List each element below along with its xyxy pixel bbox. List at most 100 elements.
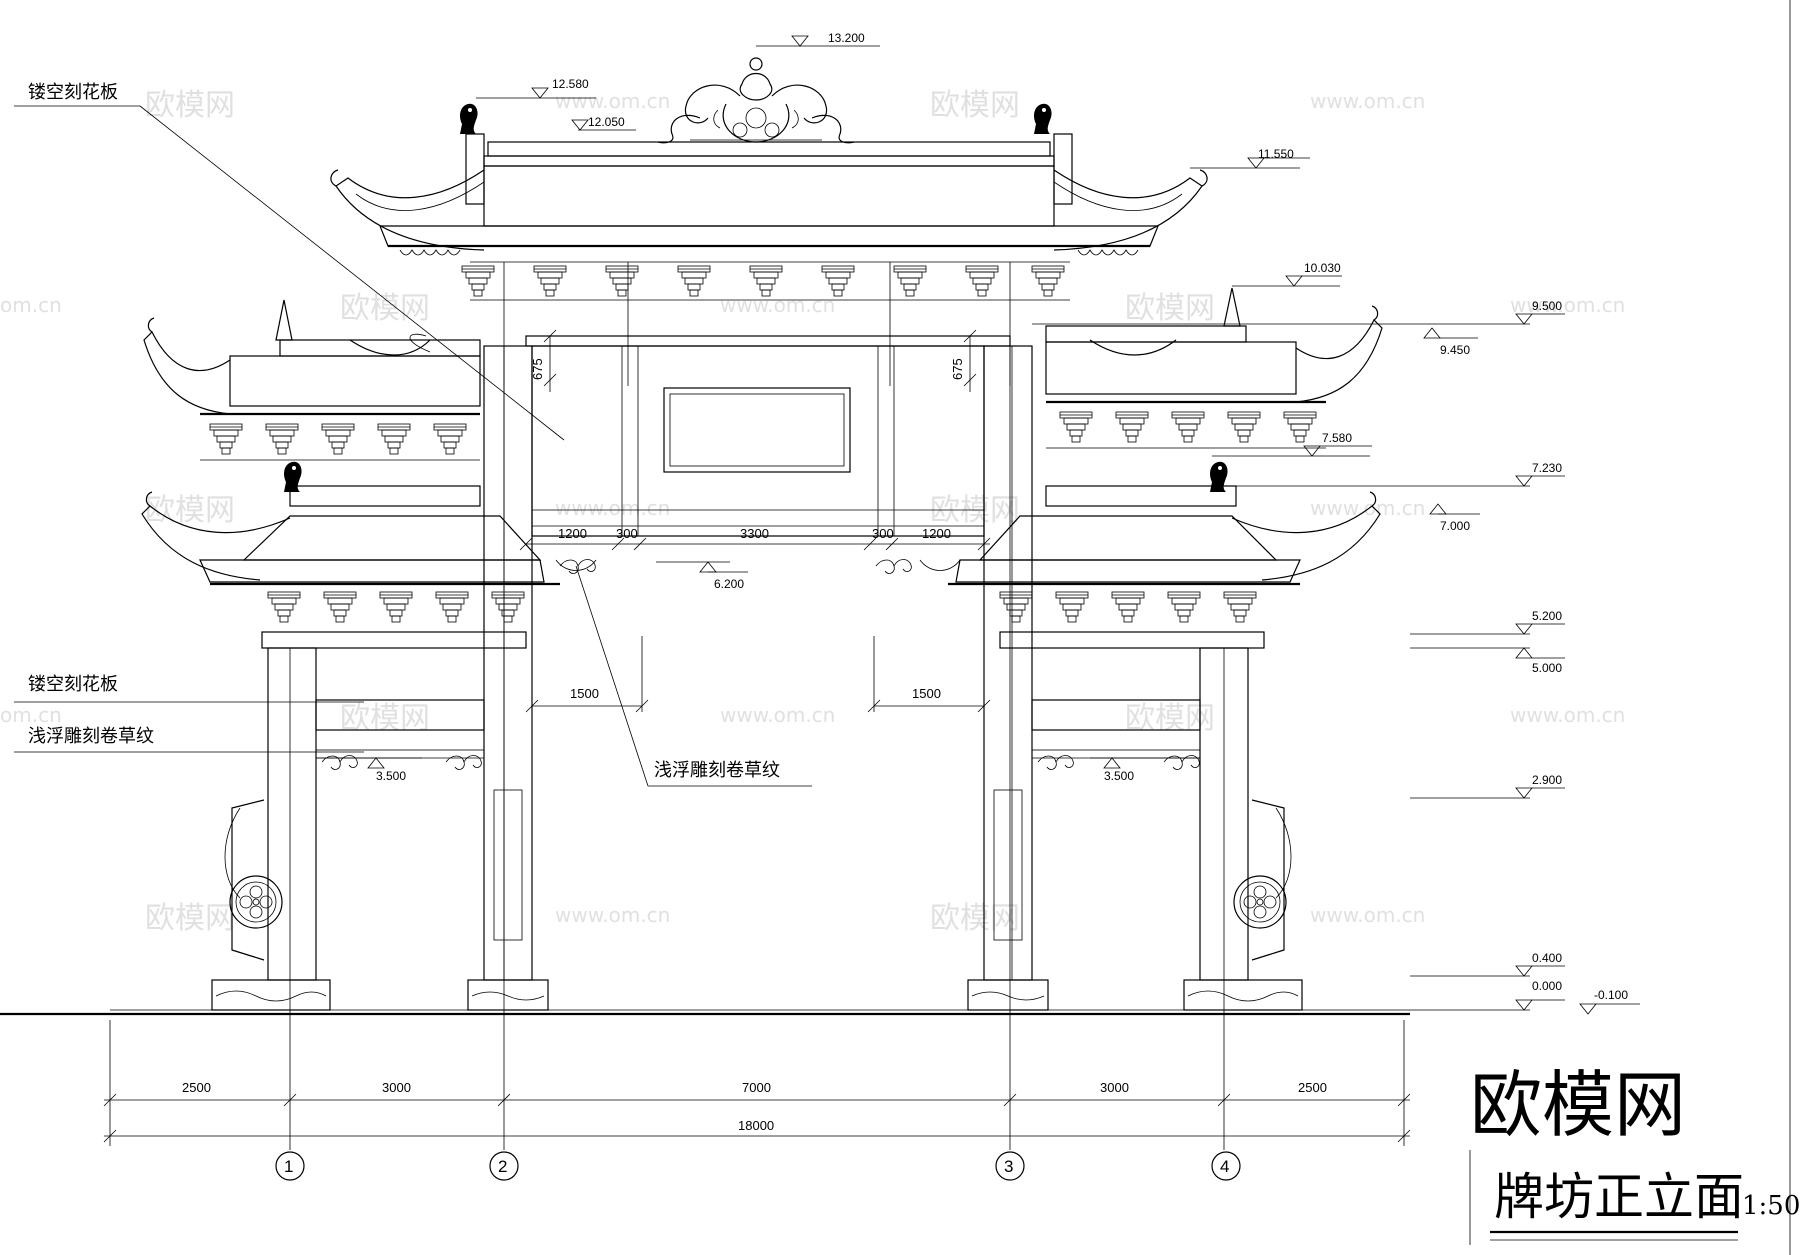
- dim-label: 2500: [182, 1080, 211, 1095]
- note-relief-side: 浅浮雕刻卷草纹: [28, 726, 154, 747]
- dim-label: 3300: [740, 526, 769, 541]
- left-lower-bracket-row: [267, 591, 525, 623]
- level-label: 12.050: [588, 115, 625, 129]
- level-label: 6.200: [714, 577, 744, 591]
- central-bracket-row: [461, 265, 1065, 297]
- watermark-logo: 欧模网: [930, 493, 1020, 528]
- watermark-url: www.om.cn: [720, 703, 835, 727]
- watermark-url: www.om.cn: [1310, 903, 1425, 927]
- right-upper-bracket-row: [1059, 411, 1317, 443]
- watermark-url: www.om.cn: [555, 496, 670, 520]
- ridge-beast-icon: [1210, 461, 1228, 492]
- level-label: 0.400: [1532, 951, 1562, 965]
- watermark-logo: 欧模网: [145, 88, 235, 123]
- notes: 镂空刻花板 镂空刻花板 浅浮雕刻卷草纹 浅浮雕刻卷草纹: [14, 82, 812, 787]
- left-lower-roof: [141, 491, 560, 649]
- central-roof: [330, 57, 1208, 386]
- level-label: 2.900: [1532, 773, 1562, 787]
- note-hollow-panel-side: 镂空刻花板: [28, 674, 118, 695]
- level-label: 7.230: [1532, 461, 1562, 475]
- dimension-lines: 675 675 1200 300 3300 300 1200 1500 1500…: [103, 329, 1411, 1146]
- drum-stone-flower-icon: [1233, 875, 1287, 929]
- scroll-carving-icon: [445, 755, 482, 770]
- note-hollow-panel-top: 镂空刻花板: [28, 82, 118, 103]
- watermark-url: www.om.cn: [1310, 496, 1425, 520]
- dim-label: 300: [872, 526, 894, 541]
- level-label: 9.500: [1532, 299, 1562, 313]
- axis-grid: 1 2 3 4: [275, 346, 1241, 1181]
- axis-bubble: [1211, 1151, 1241, 1181]
- watermark-url: om.cn: [0, 293, 62, 317]
- level-label: 11.550: [1258, 147, 1294, 161]
- watermarks: 欧模网 www.om.cn 欧模网 www.om.cn om.cn 欧模网 ww…: [0, 88, 1625, 936]
- dim-label: 675: [530, 358, 545, 380]
- scroll-carving-icon: [321, 755, 358, 770]
- right-upper-roof: [1045, 287, 1383, 507]
- dim-label: 1200: [558, 526, 587, 541]
- ridge-beast-icon: [1034, 103, 1052, 134]
- watermark-logo: 欧模网: [145, 493, 235, 528]
- level-label: 12.580: [552, 77, 589, 91]
- left-upper-bracket-row: [209, 423, 467, 455]
- drawing-title: 牌坊正立面: [1494, 1168, 1744, 1226]
- title-block: 欧模网 牌坊正立面 1:50: [1469, 1063, 1800, 1245]
- watermark-url: www.om.cn: [555, 89, 670, 113]
- dim-label: 2500: [1298, 1080, 1327, 1095]
- axis-label: 2: [498, 1157, 507, 1176]
- right-lower-roof: [948, 491, 1381, 649]
- level-label: 3.500: [376, 769, 406, 783]
- axis-label: 1: [284, 1157, 293, 1176]
- watermark-logo: 欧模网: [1125, 291, 1215, 326]
- level-label: 3.500: [1104, 769, 1134, 783]
- scroll-carving-icon: [1037, 755, 1074, 770]
- watermark-logo: 欧模网: [930, 901, 1020, 936]
- ridge-beast-icon: [460, 103, 478, 134]
- level-marks: 13.200 12.580 12.050 11.550 10.030 9.500…: [316, 31, 1640, 1015]
- axis-label: 3: [1004, 1157, 1013, 1176]
- level-label: 5.000: [1532, 661, 1562, 675]
- dim-label-total: 18000: [738, 1118, 774, 1133]
- drum-stone-flower-icon: [229, 875, 283, 929]
- axis-label: 4: [1220, 1157, 1229, 1176]
- watermark-url: www.om.cn: [1510, 703, 1625, 727]
- scroll-carving-icon: [875, 559, 912, 574]
- name-plaque: [663, 387, 851, 473]
- level-label: 7.580: [1322, 431, 1352, 445]
- watermark-logo: 欧模网: [1125, 701, 1215, 736]
- watermark-logo: 欧模网: [340, 291, 430, 326]
- level-label: -0.100: [1594, 988, 1628, 1002]
- brand-logo: 欧模网: [1470, 1063, 1686, 1147]
- dim-label: 675: [950, 358, 965, 380]
- note-relief-center: 浅浮雕刻卷草纹: [654, 760, 780, 781]
- watermark-logo: 欧模网: [930, 88, 1020, 123]
- dim-label: 1500: [912, 686, 941, 701]
- dim-label: 3000: [382, 1080, 411, 1095]
- axis-bubble: [489, 1151, 519, 1181]
- level-label: 9.450: [1440, 343, 1470, 357]
- watermark-url: www.om.cn: [1310, 89, 1425, 113]
- level-label: 13.200: [828, 31, 865, 45]
- dim-label: 1200: [922, 526, 951, 541]
- level-label: 5.200: [1532, 609, 1562, 623]
- level-label: 7.000: [1440, 519, 1470, 533]
- watermark-url: www.om.cn: [1510, 293, 1625, 317]
- dim-label: 300: [616, 526, 638, 541]
- left-upper-roof: [143, 299, 481, 507]
- level-label: 10.030: [1304, 261, 1341, 275]
- ridge-beast-icon: [284, 461, 302, 492]
- level-label: 0.000: [1532, 979, 1562, 993]
- columns: [211, 345, 1303, 1011]
- scroll-carving-icon: [1163, 755, 1200, 770]
- watermark-url: www.om.cn: [555, 903, 670, 927]
- axis-bubble: [275, 1151, 305, 1181]
- dim-label: 7000: [742, 1080, 771, 1095]
- axis-bubble: [995, 1151, 1025, 1181]
- watermark-logo: 欧模网: [340, 701, 430, 736]
- watermark-logo: 欧模网: [145, 901, 235, 936]
- dim-label: 1500: [570, 686, 599, 701]
- drawing-scale: 1:50: [1742, 1191, 1800, 1221]
- watermark-url: www.om.cn: [720, 293, 835, 317]
- roof-finial-ornament: [657, 57, 855, 144]
- dim-label: 3000: [1100, 1080, 1129, 1095]
